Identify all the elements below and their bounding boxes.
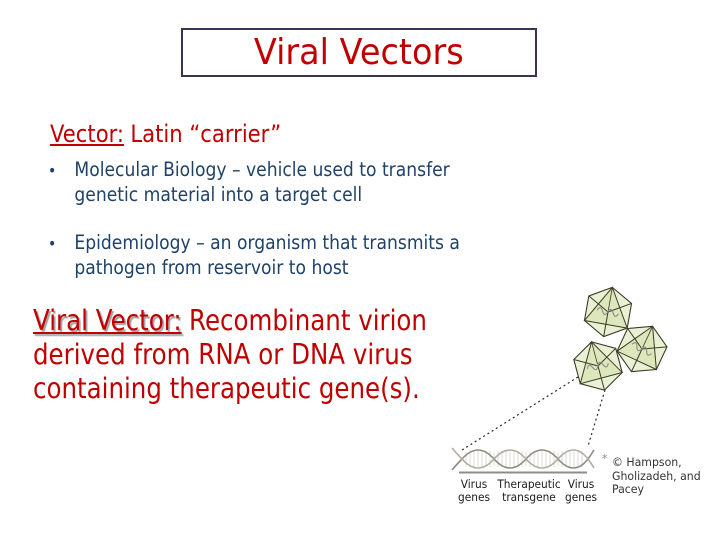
heading-term: Vector: <box>50 120 125 148</box>
footnote-marker: * <box>602 452 608 465</box>
bullet-marker: • <box>48 161 57 180</box>
vector-heading: Vector:Latin “carrier” <box>50 120 281 148</box>
figure-label-virus-genes-right: Virus genes <box>565 477 597 504</box>
definition-paragraph: Viral Vector:Recombinant virion derived … <box>33 304 427 406</box>
figure-credit: © Hampson, Gholizadeh, and Pacey <box>612 455 707 497</box>
bullet-item-epidemiology: • Epidemiology – an organism that transm… <box>48 230 460 280</box>
definition-line3: containing therapeutic gene(s). <box>33 372 420 405</box>
bullet-marker: • <box>48 234 57 253</box>
bullet-item-molecular-biology: • Molecular Biology – vehicle used to tr… <box>48 157 460 207</box>
bullet-line: Molecular Biology – vehicle used to tran… <box>74 158 450 181</box>
credit-line: Gholizadeh, and <box>612 468 701 483</box>
definition-line2: derived from RNA or DNA virus <box>33 338 413 371</box>
heading-rest: Latin “carrier” <box>130 120 282 148</box>
dna-helix <box>451 447 595 474</box>
bullet-list: • Molecular Biology – vehicle used to tr… <box>48 157 460 303</box>
figure-label-therapeutic-transgene: Therapeutic transgene <box>497 477 561 504</box>
bullet-line: pathogen from reservoir to host <box>74 256 349 279</box>
credit-line: Pacey <box>612 482 644 496</box>
slide-title: Viral Vectors <box>254 31 464 73</box>
definition-term: Viral Vector: <box>33 304 182 337</box>
title-box: Viral Vectors <box>181 28 537 77</box>
bullet-line: genetic material into a target cell <box>74 183 363 206</box>
figure-label-virus-genes-left: Virus genes <box>458 477 490 504</box>
bullet-line: Epidemiology – an organism that transmit… <box>74 231 460 254</box>
virus-capsid-bottom <box>570 335 626 397</box>
dotted-projection-lines <box>461 376 606 451</box>
credit-line: © Hampson, <box>612 455 682 469</box>
definition-line1-rest: Recombinant virion <box>189 304 427 337</box>
